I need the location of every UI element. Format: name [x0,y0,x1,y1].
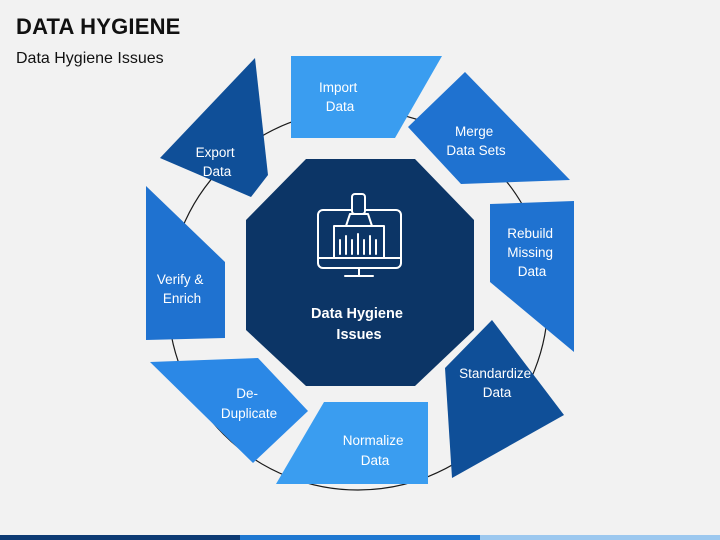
accent-bar-dark [0,535,240,540]
segment-export-data[interactable]: Export Data [160,58,268,197]
segment-normalize-data-label: Normalize Data [343,433,408,468]
bottom-accent-bar [0,535,720,540]
accent-bar-light [480,535,720,540]
segment-standardize-data-label: Standardize Data [459,366,535,400]
segment-rebuild-missing-data-label: Rebuild Missing Data [507,226,557,279]
segment-merge-data-sets-label: Merge Data Sets [446,124,506,158]
segment-verify-enrich-label: Verify & Enrich [157,272,207,306]
segment-de-duplicate-label: De- Duplicate [221,386,277,421]
segment-normalize-data[interactable]: Normalize Data [276,402,428,484]
center-label: Data Hygiene Issues [311,306,407,343]
page-subtitle: Data Hygiene Issues [16,50,164,67]
accent-bar-mid [240,535,480,540]
segment-merge-data-sets[interactable]: Merge Data Sets [408,72,570,184]
segment-de-duplicate[interactable]: De- Duplicate [150,358,308,463]
center-octagon: Data Hygiene Issues [246,159,474,386]
segment-import-data-label: Import Data [319,80,361,114]
page-title: DATA HYGIENE [16,14,181,39]
segment-export-data-label: Export Data [196,145,239,179]
segment-import-data[interactable]: Import Data [291,56,442,138]
segment-rebuild-missing-data[interactable]: Rebuild Missing Data [490,201,574,352]
segment-standardize-data[interactable]: Standardize Data [445,320,564,478]
segment-verify-enrich[interactable]: Verify & Enrich [146,186,225,340]
monitor-brush-icon [317,193,402,277]
